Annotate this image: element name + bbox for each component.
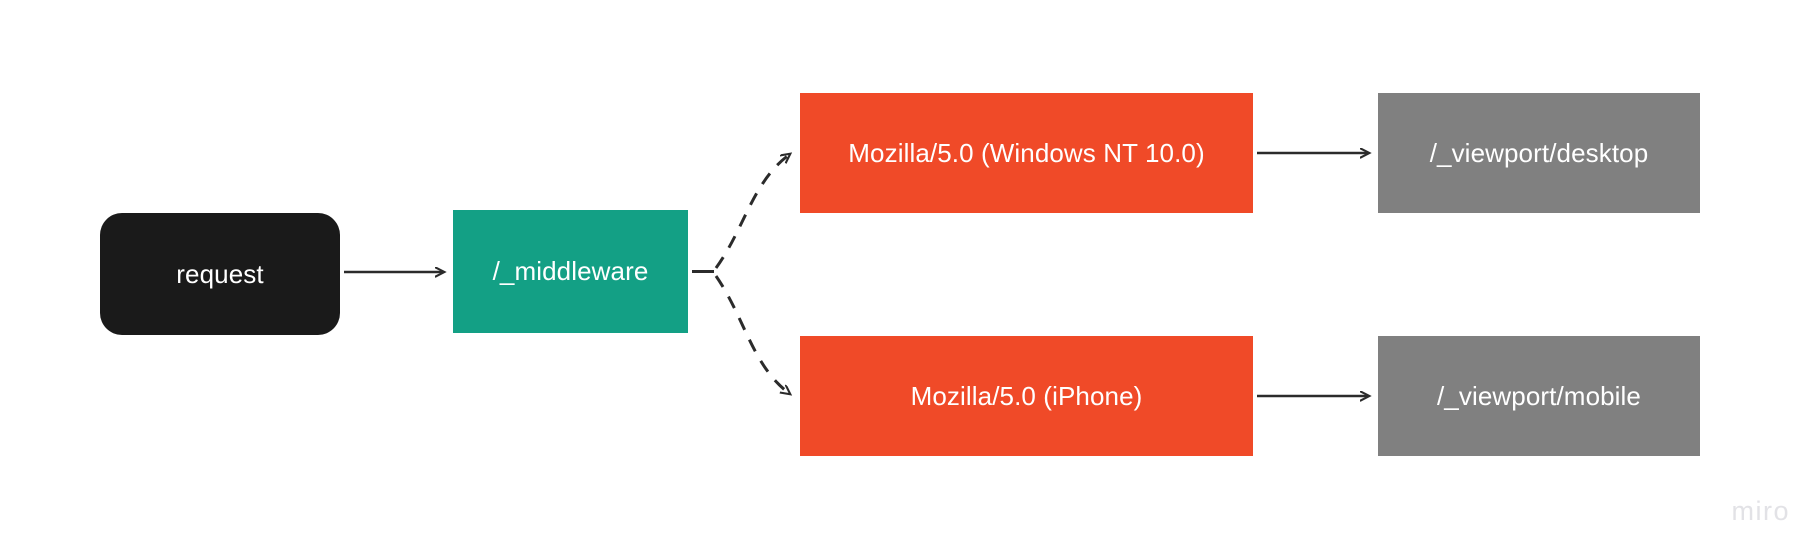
node-user-agent-desktop[interactable]: Mozilla/5.0 (Windows NT 10.0) <box>800 93 1253 213</box>
node-middleware[interactable]: /_middleware <box>453 210 688 333</box>
node-viewport-desktop-label: /_viewport/desktop <box>1429 137 1649 168</box>
miro-watermark: miro <box>1731 496 1790 526</box>
node-user-agent-mobile[interactable]: Mozilla/5.0 (iPhone) <box>800 336 1253 456</box>
edge-middleware-to-ua-desktop <box>714 154 790 269</box>
node-viewport-mobile[interactable]: /_viewport/mobile <box>1378 336 1700 456</box>
node-viewport-mobile-label: /_viewport/mobile <box>1436 380 1641 411</box>
node-request-label: request <box>176 258 264 289</box>
node-user-agent-mobile-label: Mozilla/5.0 (iPhone) <box>910 380 1143 411</box>
node-viewport-desktop[interactable]: /_viewport/desktop <box>1378 93 1700 213</box>
node-request[interactable]: request <box>100 213 340 335</box>
node-middleware-label: /_middleware <box>492 256 649 287</box>
node-user-agent-desktop-label: Mozilla/5.0 (Windows NT 10.0) <box>848 137 1205 168</box>
edge-middleware-to-ua-mobile <box>714 275 790 394</box>
